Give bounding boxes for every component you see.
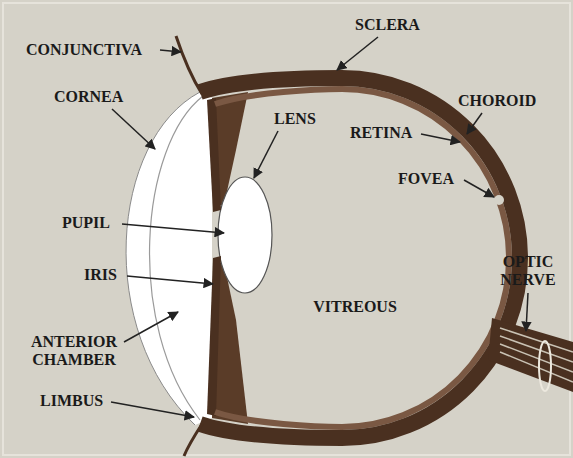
conjunctiva-line <box>176 36 202 94</box>
iris-shape <box>207 98 221 212</box>
leader-line <box>464 180 494 197</box>
part-label: CONJUNCTIVA <box>26 41 142 59</box>
optic-nerve-shape <box>488 318 573 392</box>
part-label: SCLERA <box>355 16 420 34</box>
frame <box>3 3 570 455</box>
part-label: ANTERIOR CHAMBER <box>20 333 128 369</box>
part-label: VITREOUS <box>300 298 410 316</box>
cornea-chamber <box>126 92 212 425</box>
part-label: CHOROID <box>458 92 536 110</box>
leader-line <box>111 402 194 417</box>
nerve-fibres <box>500 328 573 382</box>
cornea-outline <box>126 92 200 425</box>
retina-layer <box>215 89 509 427</box>
cornea-inner-line <box>150 96 203 420</box>
leader-line <box>112 109 155 149</box>
leader-line <box>122 224 224 233</box>
leader-line <box>254 131 278 178</box>
part-label: IRIS <box>84 266 117 284</box>
part-label: OPTIC NERVE <box>490 253 566 289</box>
leader-line <box>127 276 213 284</box>
sclera-wall <box>200 78 520 438</box>
fovea-pit <box>494 195 504 205</box>
iris-shape <box>207 256 221 416</box>
leader-line <box>421 134 460 142</box>
part-label: LIMBUS <box>40 392 103 410</box>
leader-line <box>124 312 178 342</box>
leader-line <box>526 293 528 331</box>
part-label: PUPIL <box>62 214 110 232</box>
part-label: RETINA <box>350 124 412 142</box>
lens-shape <box>218 177 272 293</box>
leader-line <box>337 37 378 70</box>
part-label: CORNEA <box>54 88 123 106</box>
leader-line <box>160 50 181 52</box>
leader-line <box>467 113 482 134</box>
part-label: LENS <box>274 110 316 128</box>
nerve-ring <box>539 341 551 391</box>
part-label: FOVEA <box>398 170 454 188</box>
conjunctiva-line <box>184 424 202 456</box>
